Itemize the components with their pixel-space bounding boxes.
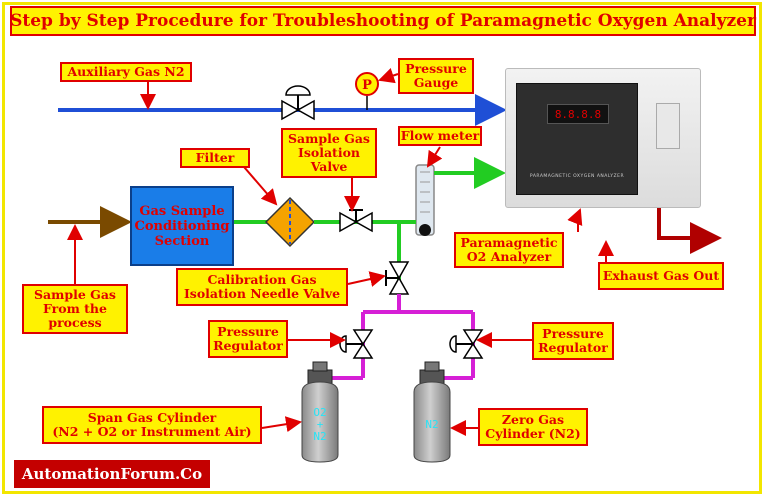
paramagnetic-analyzer-unit: 8.8.8.8 PARAMAGNETIC OXYGEN ANALYZER	[505, 68, 701, 208]
page-title: Step by Step Procedure for Troubleshooti…	[10, 6, 756, 36]
span-gas-cylinder-label: Span Gas Cylinder (N2 + O2 or Instrument…	[42, 406, 262, 444]
pressure-regulator-right-icon	[449, 329, 484, 359]
pressure-regulator-left-icon	[339, 329, 374, 359]
pressure-gauge-label: Pressure Gauge	[398, 58, 474, 94]
flow-meter-label: Flow meter	[398, 126, 482, 146]
calibration-valve-label: Calibration Gas Isolation Needle Valve	[176, 268, 348, 306]
span-cylinder-line-1: O2	[313, 406, 326, 419]
gauge-symbol: P	[362, 78, 372, 93]
sample-gas-isolation-valve-label: Sample Gas Isolation Valve	[281, 128, 377, 178]
span-gas-cylinder-icon: O2 + N2	[301, 361, 339, 463]
zero-gas-cylinder-icon: N2	[413, 361, 451, 463]
span-cylinder-line-2: +	[317, 418, 324, 431]
span-cylinder-line-3: N2	[313, 430, 326, 443]
aux-gas-label: Auxiliary Gas N2	[60, 62, 192, 82]
zero-gas-cylinder-label: Zero Gas Cylinder (N2)	[478, 408, 588, 446]
filter-label: Filter	[180, 148, 250, 168]
pressure-regulator-left-label: Pressure Regulator	[208, 320, 288, 358]
aux-gas-valve-icon	[281, 85, 315, 121]
gas-sample-conditioning-section: Gas Sample Conditioning Section	[130, 186, 234, 266]
analyzer-front-panel: 8.8.8.8 PARAMAGNETIC OXYGEN ANALYZER	[516, 83, 638, 195]
pressure-regulator-right-label: Pressure Regulator	[532, 322, 614, 360]
filter-icon	[264, 196, 316, 248]
page-frame	[2, 2, 762, 494]
paramagnetic-analyzer-label: Paramagnetic O2 Analyzer	[454, 232, 564, 268]
flow-meter-icon	[415, 164, 435, 236]
zero-cylinder-text: N2	[425, 418, 438, 431]
brand-logo[interactable]: AutomationForum.Co	[14, 460, 210, 488]
pressure-gauge-icon: P	[355, 72, 379, 110]
exhaust-gas-label: Exhaust Gas Out	[598, 262, 724, 290]
sample-gas-process-label: Sample Gas From the process	[22, 284, 128, 334]
analyzer-panel-text: PARAMAGNETIC OXYGEN ANALYZER	[529, 174, 625, 179]
sample-gas-isolation-valve-icon	[339, 209, 373, 233]
analyzer-display: 8.8.8.8	[547, 104, 609, 124]
calibration-needle-valve-icon	[385, 261, 410, 295]
analyzer-nameplate	[656, 103, 680, 149]
